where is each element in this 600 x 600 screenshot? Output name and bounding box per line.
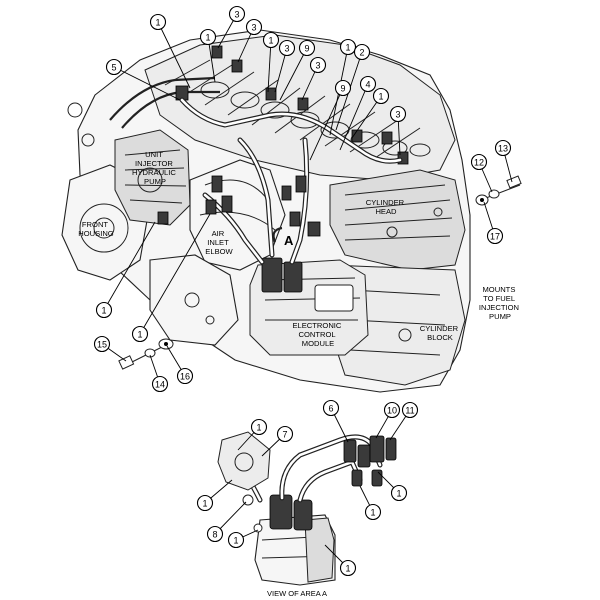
callout-number: 1: [233, 536, 238, 546]
label-air-inlet-elbow: AIR INLET ELBOW: [205, 229, 233, 256]
callout-number: 3: [234, 10, 239, 20]
callout-number: 3: [251, 23, 256, 33]
callout-bubble: [228, 5, 246, 23]
callout-number: 1: [155, 18, 160, 28]
callout-number: 1: [205, 33, 210, 43]
callout-bubble: [372, 87, 390, 105]
callout-bubble: [339, 38, 357, 56]
callout-number: 1: [137, 330, 142, 340]
callout-bubble: [494, 139, 512, 157]
callout-bubble: [131, 325, 149, 343]
callout-bubble: [339, 559, 357, 577]
callout-number: 2: [359, 48, 364, 58]
callout-number: 8: [212, 530, 217, 540]
callout-bubble: [334, 79, 352, 97]
callout-bubble: [364, 503, 382, 521]
callout-leader: [113, 66, 181, 101]
engine-assembly: A: [61, 29, 471, 393]
callout-number: 17: [490, 232, 500, 242]
callout-number: 5: [111, 63, 116, 73]
callout-bubble: [278, 39, 296, 57]
callout-number: 3: [395, 110, 400, 120]
label-cylinder-block: CYLINDER BLOCK: [420, 324, 461, 342]
callout-number: 3: [315, 61, 320, 71]
callout-number: 6: [328, 404, 333, 414]
callout-bubble: [262, 31, 280, 49]
callout-number: 9: [340, 84, 345, 94]
callout-number: 12: [474, 158, 484, 168]
callout-bubble: [227, 531, 245, 549]
callout-bubble: [250, 418, 268, 436]
callout-number: 13: [498, 144, 508, 154]
callout-bubble: [245, 18, 263, 36]
callout-number: 7: [282, 430, 287, 440]
callout-bubble: [199, 28, 217, 46]
view-caption: VIEW OF AREA A: [267, 589, 327, 598]
label-cylinder-head: CYLINDER HEAD: [366, 198, 407, 216]
label-unit-injector-pump: UNIT INJECTOR HYDRAULIC PUMP: [132, 150, 178, 186]
label-mounts-fuel-pump: MOUNTS TO FUEL INJECTION PUMP: [479, 285, 521, 321]
callout-number: 3: [284, 44, 289, 54]
callout-leader: [351, 95, 382, 139]
callout-bubble: [105, 58, 123, 76]
callout-leader: [309, 87, 344, 161]
callout-bubble: [151, 375, 169, 393]
callout-bubble: [95, 301, 113, 319]
callout-leader: [103, 221, 156, 311]
callout-number: 1: [396, 489, 401, 499]
detail-view-area-a: [217, 431, 397, 586]
callout-bubble: [149, 13, 167, 31]
area-a-marker: [272, 226, 283, 243]
callout-number: 9: [304, 44, 309, 54]
callout-number: 15: [97, 340, 107, 350]
callout-bubble: [93, 335, 111, 353]
callout-bubble: [401, 401, 419, 419]
callout-number: 11: [405, 406, 414, 416]
text-labels: UNIT INJECTOR HYDRAULIC PUMP FRONT HOUSI…: [78, 150, 521, 598]
callout-bubble: [389, 105, 407, 123]
area-a-label: A: [284, 233, 294, 248]
bolt-hardware-left: [118, 338, 174, 370]
callout-bubble: [196, 494, 214, 512]
callout-bubble: [470, 153, 488, 171]
callout-number: 1: [370, 508, 375, 518]
callout-bubble: [353, 43, 371, 61]
label-ecm: ELECTRONIC CONTROL MODULE: [292, 321, 343, 348]
callout-bubble: [322, 399, 340, 417]
callout-number: 1: [345, 564, 350, 574]
callout-number: 1: [202, 499, 207, 509]
callout-bubble: [309, 56, 327, 74]
callout-number: 1: [256, 423, 261, 433]
callout-bubble: [298, 39, 316, 57]
callout-leader: [157, 21, 191, 89]
callout-leader: [339, 83, 369, 151]
callout-bubble: [176, 367, 194, 385]
callout-bubble: [383, 401, 401, 419]
callout-number: 1: [345, 43, 350, 53]
callout-leader: [139, 213, 211, 335]
callout-number: 1: [378, 92, 383, 102]
label-front-housing: FRONT HOUSING: [78, 220, 114, 238]
callout-number: 4: [365, 80, 370, 90]
callout-number: 1: [101, 306, 106, 316]
callout-number: 1: [268, 36, 273, 46]
callout-bubble: [390, 484, 408, 502]
callout-number: 10: [387, 406, 397, 416]
callout-leader: [279, 47, 308, 101]
callout-number: 16: [180, 372, 190, 382]
callout-bubble: [276, 425, 294, 443]
callout-bubble: [206, 525, 224, 543]
callout-bubble: [359, 75, 377, 93]
callout-leader: [267, 39, 272, 93]
bolt-hardware-right: [475, 175, 522, 206]
callout-bubble: [486, 227, 504, 245]
wiring-harness: [179, 97, 403, 265]
callout-number: 14: [155, 380, 165, 390]
